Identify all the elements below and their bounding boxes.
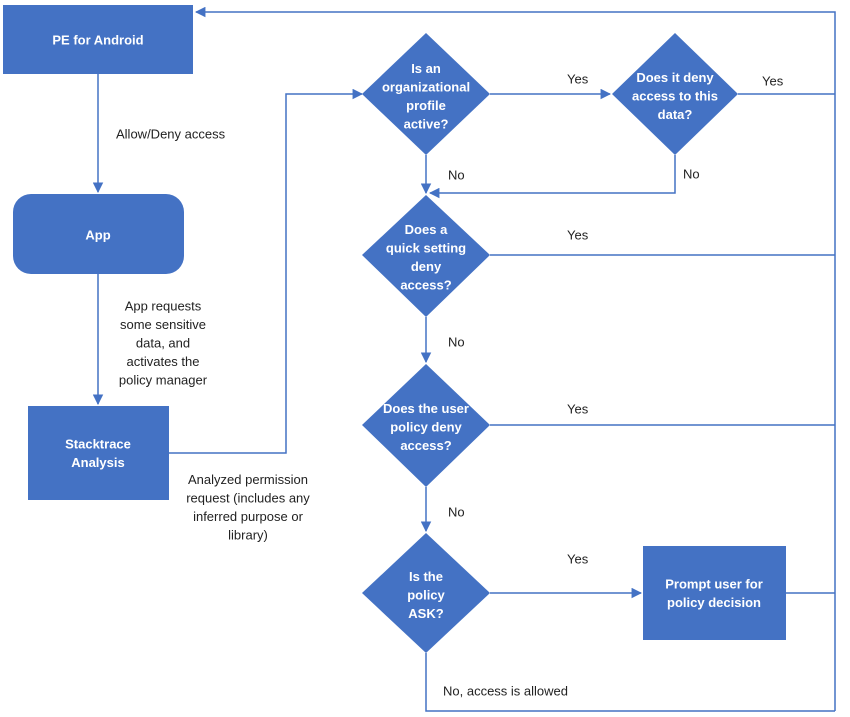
- node-quick-setting-text: Does a quick setting deny access?: [386, 222, 466, 292]
- node-app-text-line: App: [85, 228, 110, 243]
- label-no-quick: No: [448, 335, 465, 350]
- label-allow-deny-line: Allow/Deny access: [116, 127, 226, 142]
- label-app-requests-line: activates the: [127, 354, 200, 369]
- node-quick-setting-text-line: access?: [400, 277, 451, 292]
- label-no-quick-line: No: [448, 335, 465, 350]
- node-user-policy-text-line: Does the user: [383, 401, 469, 416]
- node-policy-ask: [362, 533, 490, 653]
- label-no-org-line: No: [448, 168, 465, 183]
- label-analyzed: Analyzed permission request (includes any…: [186, 472, 310, 543]
- node-user-policy-text-line: access?: [400, 438, 451, 453]
- label-allow-deny: Allow/Deny access: [116, 127, 226, 142]
- label-yes-user: Yes: [567, 402, 589, 417]
- edge-labels: Allow/Deny access App requests some sensi…: [116, 72, 784, 699]
- node-pe-for-android: [3, 5, 193, 74]
- node-pe-for-android-text-line: PE for Android: [52, 33, 143, 48]
- node-deny-data-text: Does it deny access to this data?: [632, 70, 718, 122]
- node-quick-setting-text-line: Does a: [405, 222, 448, 237]
- node-deny-data: [612, 33, 738, 155]
- node-app: [13, 194, 184, 274]
- node-quick-setting-text-line: deny: [411, 259, 442, 274]
- node-policy-ask-text-line: Is the: [409, 569, 443, 584]
- label-no-user: No: [448, 505, 465, 520]
- node-stacktrace-text-line: Stacktrace: [65, 436, 131, 451]
- node-prompt-user-text-line: Prompt user for: [665, 576, 763, 591]
- node-prompt-user-text: Prompt user for policy decision: [665, 576, 763, 610]
- node-org-profile-text-line: organizational: [382, 79, 470, 94]
- label-yes-org: Yes: [567, 72, 589, 87]
- connectors: [92, 6, 836, 712]
- edge-stacktrace-to-org-profile: [169, 88, 364, 454]
- node-quick-setting-text-line: quick setting: [386, 240, 466, 255]
- edge-deny-data-no: [428, 155, 676, 199]
- node-user-policy-text: Does the user policy deny access?: [383, 401, 469, 453]
- label-no-org: No: [448, 168, 465, 183]
- node-quick-setting: [362, 195, 490, 317]
- node-org-profile-text-line: active?: [404, 116, 449, 131]
- label-analyzed-line: Analyzed permission: [188, 472, 308, 487]
- label-no-ask-line: No, access is allowed: [443, 684, 568, 699]
- node-policy-ask-text-line: ASK?: [408, 606, 443, 621]
- node-deny-data-text-line: access to this: [632, 89, 718, 104]
- label-yes-quick-line: Yes: [567, 228, 589, 243]
- label-yes-ask: Yes: [567, 552, 589, 567]
- label-app-requests: App requests some sensitive data, and activ…: [119, 299, 208, 388]
- node-org-profile-text: Is an organizational profile active?: [382, 61, 470, 132]
- label-yes-user-line: Yes: [567, 402, 589, 417]
- label-app-requests-line: some sensitive: [120, 317, 206, 332]
- node-user-policy-text-line: policy deny: [390, 420, 462, 435]
- label-app-requests-line: App requests: [125, 299, 202, 314]
- node-prompt-user-text-line: policy decision: [667, 595, 761, 610]
- label-analyzed-line: request (includes any: [186, 490, 310, 505]
- node-pe-for-android-text: PE for Android: [52, 33, 143, 48]
- node-stacktrace: [28, 406, 169, 500]
- node-org-profile-text-line: Is an: [411, 61, 441, 76]
- label-no-deny-data: No: [683, 167, 700, 182]
- label-yes-org-line: Yes: [567, 72, 589, 87]
- label-app-requests-line: policy manager: [119, 373, 208, 388]
- node-org-profile-text-line: profile: [406, 98, 446, 113]
- node-org-profile: [362, 33, 490, 155]
- label-yes-deny-data-line: Yes: [762, 74, 784, 89]
- edge-ask-no: [425, 653, 835, 712]
- edge-rail-to-pe: [194, 6, 836, 711]
- node-policy-ask-text-line: policy: [407, 588, 445, 603]
- label-yes-ask-line: Yes: [567, 552, 589, 567]
- label-app-requests-line: data, and: [136, 336, 190, 351]
- nodes: [3, 5, 786, 653]
- node-user-policy: [362, 364, 490, 487]
- label-no-ask: No, access is allowed: [443, 684, 568, 699]
- node-deny-data-text-line: Does it deny: [636, 70, 714, 85]
- node-stacktrace-text-line: Analysis: [71, 455, 124, 470]
- label-yes-deny-data: Yes: [762, 74, 784, 89]
- node-prompt-user: [643, 546, 786, 640]
- node-deny-data-text-line: data?: [658, 107, 693, 122]
- label-analyzed-line: library): [228, 527, 268, 542]
- node-app-text: App: [85, 228, 110, 243]
- label-no-deny-data-line: No: [683, 167, 700, 182]
- label-analyzed-line: inferred purpose or: [193, 509, 304, 524]
- label-yes-quick: Yes: [567, 228, 589, 243]
- label-no-user-line: No: [448, 505, 465, 520]
